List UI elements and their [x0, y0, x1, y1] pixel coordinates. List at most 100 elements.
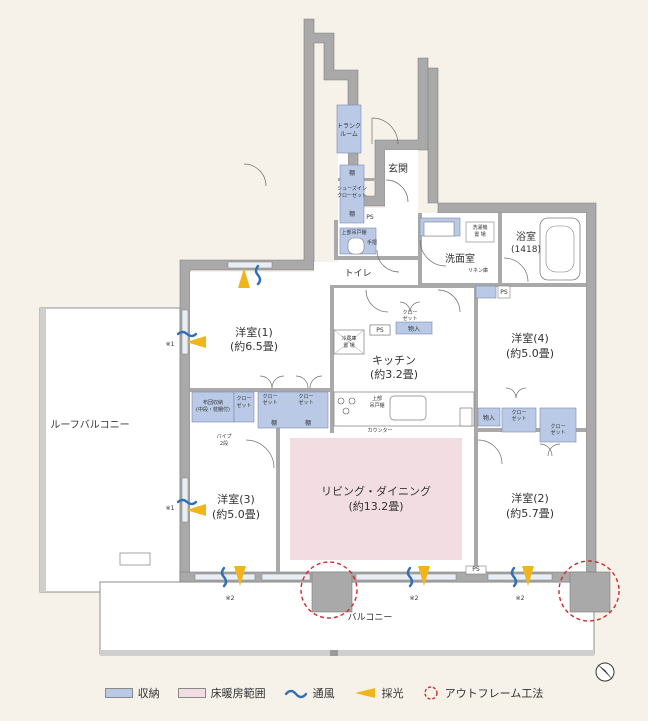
storage-areas: [191, 104, 577, 443]
legend-floor-heating: 床暖房範囲: [177, 685, 266, 701]
legend-floor-heating-swatch: [177, 688, 206, 698]
label-washer-1: 洗濯機: [472, 224, 487, 231]
label-ps-3: PS: [376, 327, 384, 334]
daylight-markers: [186, 268, 534, 586]
daylight-icon: [354, 688, 375, 698]
note-2a: ※2: [226, 595, 235, 602]
legend-daylight: 採光: [353, 685, 404, 701]
label-upper-cabinet-1: 上部吊戸棚: [341, 229, 366, 236]
legend-outframe: アウトフレーム工法: [422, 685, 544, 701]
legend-ventilation: 通風: [284, 685, 335, 701]
note-2c: ※2: [516, 595, 525, 602]
ventilation-icon: [284, 689, 307, 699]
room-kitchen-size: (約3.2畳): [370, 367, 418, 381]
label-shelf-d: 棚: [305, 419, 311, 427]
label-shoes-closet-1: シューズイン: [337, 185, 367, 192]
label-shoes-closet-2: クローゼット: [337, 192, 367, 199]
label-fridge-1: 冷蔵庫: [341, 335, 356, 342]
label-futon-1: 布団収納: [203, 399, 223, 406]
note-1a: ※1: [166, 341, 175, 348]
room-toilet: トイレ: [344, 269, 371, 279]
room-western2-name: 洋室(2): [511, 491, 549, 505]
outframe-circle-center: [300, 561, 358, 619]
label-closet-4a: クロー: [511, 410, 526, 416]
label-upper-cabinet-2a: 上部: [372, 395, 382, 402]
room-western1-size: (約6.5畳): [230, 339, 278, 353]
window-w2: [487, 573, 553, 581]
bath-fixtures: [347, 217, 581, 575]
label-closet-4b: ゼット: [511, 415, 526, 422]
column-east: [569, 571, 611, 613]
label-closet-3a: クロー: [236, 396, 251, 402]
room-western1-name: 洋室(1): [235, 325, 273, 339]
label-closet-1b: ゼット: [262, 399, 277, 406]
ventilation-markers: [176, 264, 518, 588]
label-pipe-2: 2段: [220, 440, 228, 447]
room-entrance: 玄関: [388, 162, 408, 175]
door-swings: [243, 117, 561, 469]
outframe-icon: [423, 686, 438, 700]
room-western3-name: 洋室(3): [217, 492, 255, 506]
label-towel-bar: 手摺: [367, 239, 377, 246]
room-bath-name: 浴室: [516, 230, 536, 243]
label-trunk-room-1: トランク: [337, 123, 361, 130]
legend-floor-heating-label: 床暖房範囲: [210, 687, 266, 700]
label-closet-5a: クロー: [550, 424, 565, 430]
room-western3-size: (約5.0畳): [212, 507, 260, 521]
legend-storage-label: 収納: [137, 687, 160, 700]
room-western4-name: 洋室(4): [511, 331, 549, 345]
note-1b: ※1: [166, 505, 175, 512]
legend-storage: 収納: [104, 685, 160, 701]
label-closet-3b: ゼット: [236, 402, 251, 409]
room-living-name: リビング・ダイニング: [321, 484, 431, 498]
room-balcony: バルコニー: [348, 612, 393, 623]
window-ld: [261, 573, 311, 581]
label-ps-4: PS: [472, 566, 480, 573]
roof-balcony-area: [39, 307, 181, 593]
legend-ventilation-label: 通風: [312, 687, 335, 700]
label-linen-shelf: リネン庫: [468, 267, 488, 274]
room-kitchen-name: キッチン: [372, 354, 416, 367]
room-washroom: 洗面室: [445, 252, 475, 265]
floor-heating-area: [290, 438, 462, 560]
label-fridge-2: 置 場: [343, 342, 355, 349]
balcony-rail: [100, 650, 594, 656]
note-2b: ※2: [410, 595, 419, 602]
label-storage-1: 物入: [408, 325, 420, 333]
column-center: [311, 571, 353, 613]
legend-storage-swatch: [104, 688, 133, 698]
balcony-drain: [330, 650, 338, 656]
label-futon-2: (中段・枕棚付): [196, 406, 230, 413]
label-closet-6a: クロー: [402, 310, 417, 316]
legend: 収納 床暖房範囲 通風 採光 アウトフレーム工法: [0, 683, 648, 703]
label-closet-5b: ゼット: [550, 429, 565, 436]
label-ps-2: PS: [500, 289, 508, 296]
roof-balcony-edge: [40, 308, 46, 592]
room-western2-size: (約5.7畳): [506, 506, 554, 520]
label-shelf-a: 棚: [349, 169, 355, 177]
label-shelf-b: 棚: [349, 210, 355, 218]
label-washer-2: 置 場: [474, 231, 486, 238]
label-closet-2a: クロー: [298, 394, 313, 400]
room-roof-balcony: ルーフバルコニー: [50, 419, 129, 431]
window-w1-north: [227, 261, 273, 269]
room-western4-size: (約5.0畳): [506, 346, 554, 360]
label-closet-1a: クロー: [262, 394, 277, 400]
roof-balcony-step: [119, 552, 151, 566]
label-trunk-room-2: ルーム: [340, 131, 358, 138]
interior-floor: [190, 150, 586, 572]
north-arrow-icon: [595, 662, 615, 682]
room-living-size: (約13.2畳): [348, 499, 403, 513]
label-pipe-1: パイプ: [216, 434, 231, 440]
room-bath-size: (1418): [511, 245, 541, 255]
outframe-circle-east: [558, 560, 620, 622]
legend-outframe-label: アウトフレーム工法: [444, 687, 544, 700]
legend-daylight-label: 採光: [381, 687, 404, 700]
floor-plan: 洋室(1) (約6.5畳) 洋室(4) (約5.0畳) キッチン (約3.2畳)…: [39, 18, 620, 682]
label-counter: カウンター: [367, 427, 392, 434]
window-ld2: [355, 573, 457, 581]
label-closet-2b: ゼット: [298, 399, 313, 406]
label-upper-cabinet-2b: 吊戸棚: [369, 402, 384, 409]
label-closet-6b: ゼット: [402, 315, 417, 322]
label-ps-1: PS: [366, 214, 374, 221]
